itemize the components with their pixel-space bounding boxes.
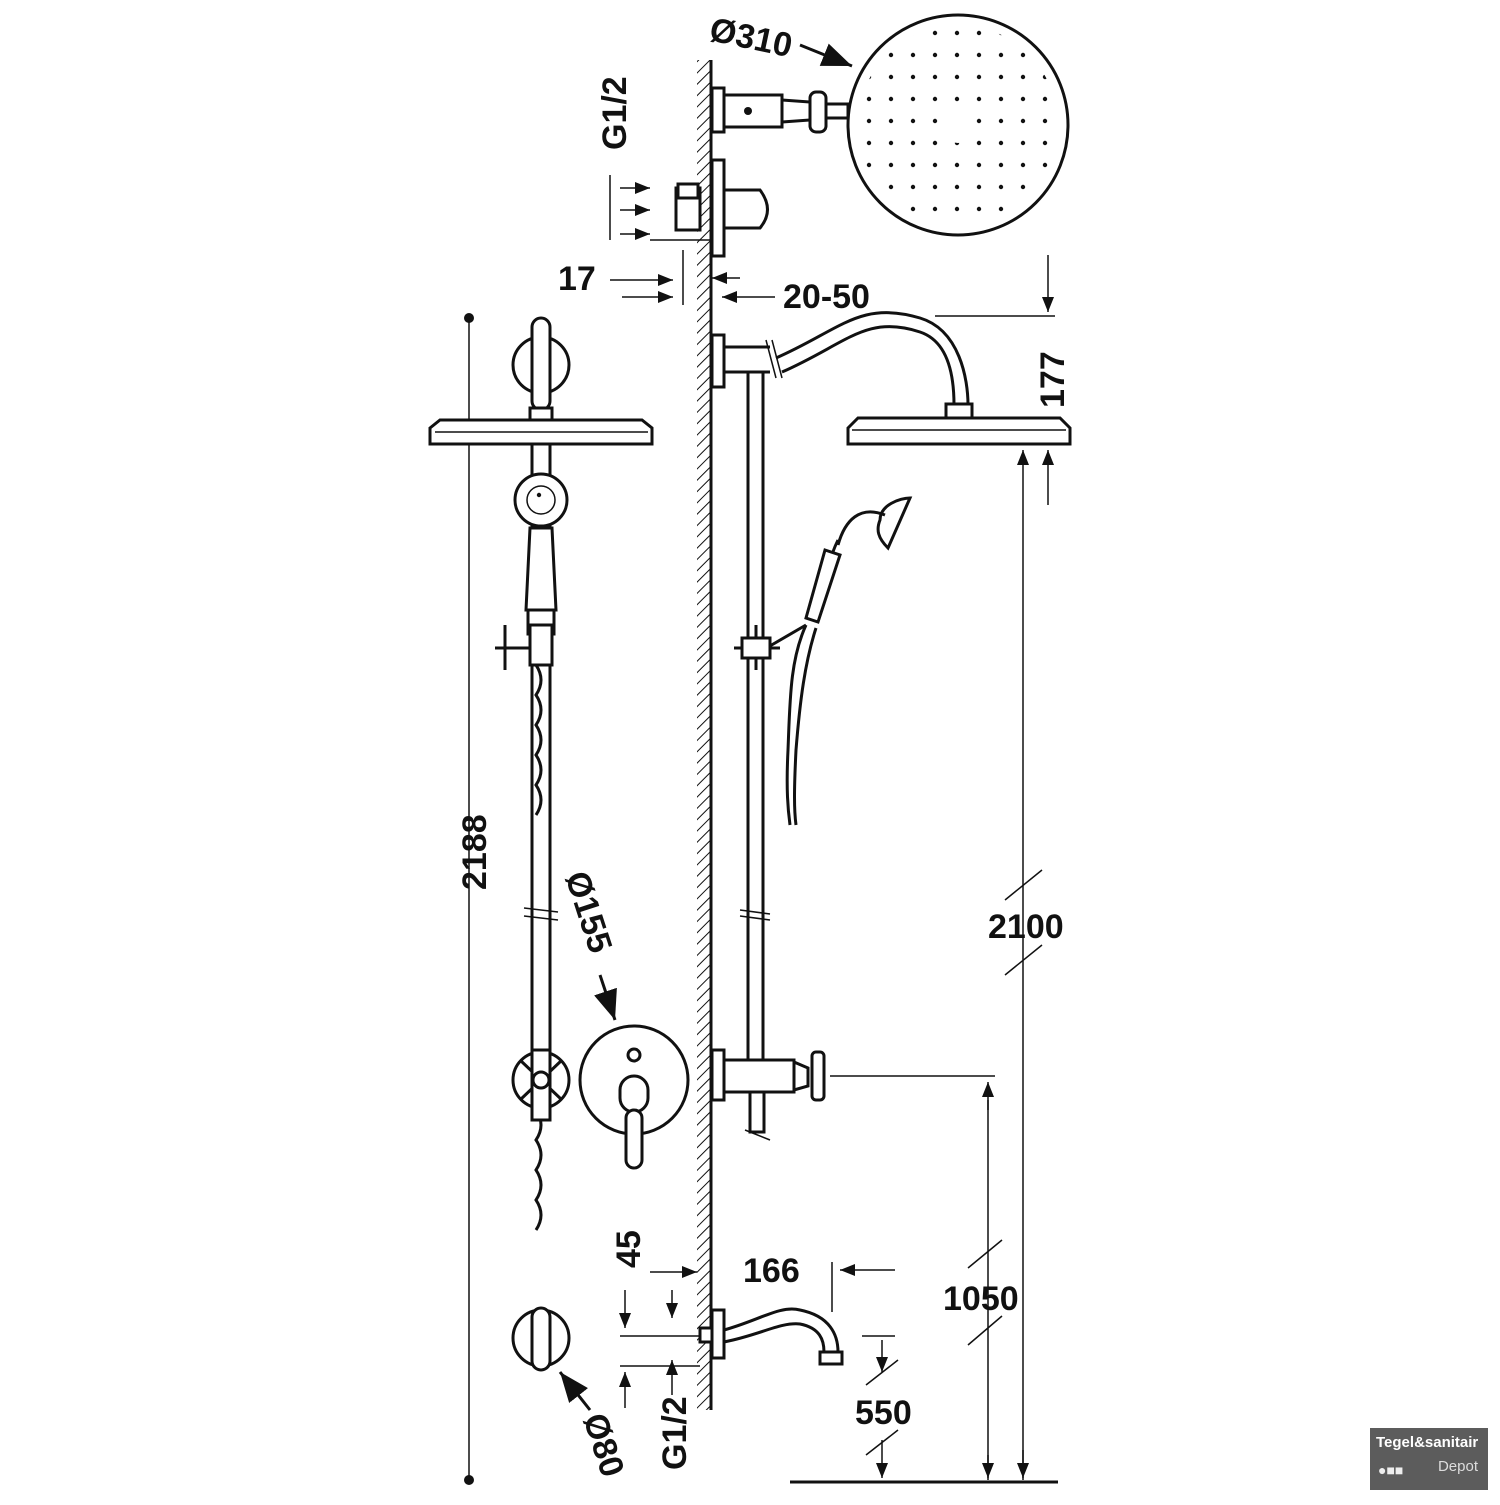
- mixer-top-view: [650, 158, 769, 258]
- spout-projection-label: 166: [743, 1252, 800, 1290]
- watermark-logo: Tegel&sanitair ●■■ Depot: [1370, 1428, 1488, 1490]
- head-diameter-leader: [799, 43, 853, 68]
- front-diverter-knob: [495, 623, 554, 670]
- spout-dimensions: [619, 1262, 899, 1478]
- handle-diameter-label: Ø80: [575, 1409, 631, 1482]
- head-height-label: 2100: [988, 908, 1064, 946]
- spout-side-view: [698, 1307, 844, 1366]
- handle-front: [511, 1306, 571, 1372]
- mixer-height-label: 1050: [943, 1280, 1019, 1318]
- inlet-thread-top-label: G1/2: [596, 76, 634, 150]
- inlet-arrows-top: [609, 175, 650, 240]
- mixer-height-dimension: [830, 1075, 1003, 1480]
- wall-depth-range-label: 20-50: [783, 278, 870, 316]
- mixer-plate-diameter-label: Ø155: [557, 867, 619, 958]
- front-mixer-knob: [511, 1048, 571, 1122]
- head-height-dimension: [1004, 450, 1043, 1480]
- shower-head-top-view: [846, 13, 1070, 237]
- wall: [697, 60, 713, 1410]
- total-height-dimension: [464, 313, 474, 1485]
- watermark-line1: Tegel&sanitair: [1376, 1434, 1479, 1451]
- hand-shower-side: [762, 496, 913, 826]
- wall-offset-label: 17: [558, 260, 596, 298]
- mixer-plate-leader: [594, 974, 617, 1021]
- front-hand-shower: [513, 472, 569, 636]
- head-diameter-label: Ø310: [706, 11, 795, 65]
- drop-icon: ●■■: [1378, 1462, 1404, 1478]
- arm-drop-label: 177: [1034, 351, 1072, 408]
- arm-drop-dimension: [935, 255, 1055, 505]
- side-view-column: [710, 333, 783, 1060]
- total-height-label: 2188: [456, 814, 494, 890]
- watermark-line2: Depot: [1437, 1458, 1478, 1475]
- front-wall-bracket: [511, 316, 571, 424]
- handle-leader: [558, 1371, 592, 1411]
- side-diverter-knob: [734, 625, 780, 670]
- shower-head-side-view: [846, 416, 1072, 446]
- spout-height-label: 550: [855, 1394, 912, 1432]
- front-hose: [534, 664, 543, 1231]
- side-mixer-body: [710, 1048, 826, 1141]
- mixer-plate-front: [578, 1024, 690, 1170]
- front-shower-head: [428, 418, 654, 446]
- gooseneck-arm: [775, 311, 974, 420]
- offset-dimension-lines: [610, 250, 775, 305]
- wall-arm-top: [710, 86, 850, 134]
- inlet-thread-bottom-label: G1/2: [656, 1396, 694, 1470]
- spout-offset-label: 45: [610, 1230, 648, 1268]
